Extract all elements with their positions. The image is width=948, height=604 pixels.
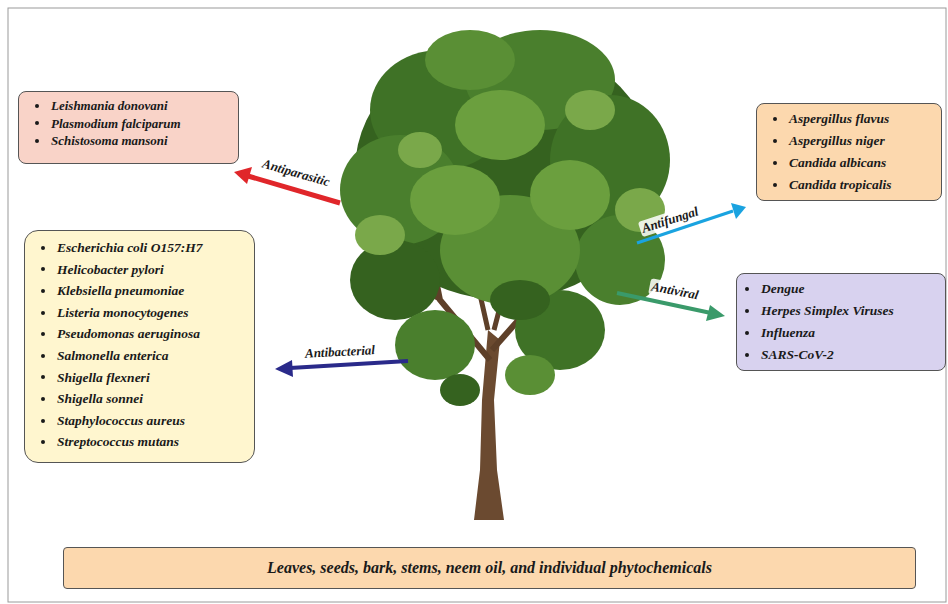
bullet-dot — [41, 267, 45, 271]
bullet-dot — [41, 332, 45, 336]
bullet-dot — [745, 353, 749, 357]
organism-name: Staphylococcus aureus — [25, 410, 254, 432]
bullet-dot — [41, 397, 45, 401]
organism-name: Streptococcus mutans — [25, 431, 254, 453]
band-text: Leaves, seeds, bark, stems, neem oil, an… — [267, 558, 712, 578]
activity-label: Antiparasitic — [259, 155, 334, 191]
tree — [340, 30, 670, 520]
organism-name: Influenza — [737, 322, 945, 344]
bullet-dot — [773, 161, 777, 165]
bullet-dot — [35, 121, 39, 125]
organism-name: Shigella flexneri — [25, 367, 254, 389]
bullet-dot — [41, 311, 45, 315]
bullet-dot — [773, 139, 777, 143]
organism-box: Leishmania donovaniPlasmodium falciparum… — [18, 91, 239, 164]
organism-name: Candida tropicalis — [757, 174, 941, 196]
activity-label: Antibacterial — [303, 342, 378, 362]
organism-name: Shigella sonnei — [25, 388, 254, 410]
organism-box: DengueHerpes Simplex VirusesInfluenzaSAR… — [736, 273, 946, 371]
organism-box: Aspergillus flavusAspergillus nigerCandi… — [756, 103, 942, 201]
bullet-dot — [41, 440, 45, 444]
organism-name: Escherichia coli O157:H7 — [25, 237, 254, 259]
bullet-dot — [35, 104, 39, 108]
organism-name: Pseudomonas aeruginosa — [25, 323, 254, 345]
organism-name: Aspergillus flavus — [757, 108, 941, 130]
organism-name: Aspergillus niger — [757, 130, 941, 152]
organism-name: Schistosoma mansoni — [19, 132, 238, 150]
organism-name: Plasmodium falciparum — [19, 115, 238, 133]
bullet-dot — [745, 331, 749, 335]
activity-arrows — [234, 167, 746, 377]
organism-name: Herpes Simplex Viruses — [737, 300, 945, 322]
bullet-dot — [773, 183, 777, 187]
organism-name: Candida albicans — [757, 152, 941, 174]
bullet-dot — [745, 309, 749, 313]
organism-name: Salmonella enterica — [25, 345, 254, 367]
bullet-dot — [35, 139, 39, 143]
organism-name: Dengue — [737, 278, 945, 300]
organism-name: Leishmania donovani — [19, 97, 238, 115]
bullet-dot — [41, 354, 45, 358]
organism-name: SARS-CoV-2 — [737, 344, 945, 366]
bullet-dot — [41, 246, 45, 250]
organism-name: Klebsiella pneumoniae — [25, 280, 254, 302]
frame — [8, 8, 946, 602]
organism-name: Helicobacter pylori — [25, 259, 254, 281]
bullet-dot — [41, 375, 45, 379]
source-band: Leaves, seeds, bark, stems, neem oil, an… — [63, 547, 916, 589]
bullet-dot — [41, 289, 45, 293]
bullet-dot — [41, 419, 45, 423]
bullet-dot — [745, 287, 749, 291]
organism-name: Listeria monocytogenes — [25, 302, 254, 324]
organism-box: Escherichia coli O157:H7Helicobacter pyl… — [24, 230, 255, 463]
bullet-dot — [773, 117, 777, 121]
